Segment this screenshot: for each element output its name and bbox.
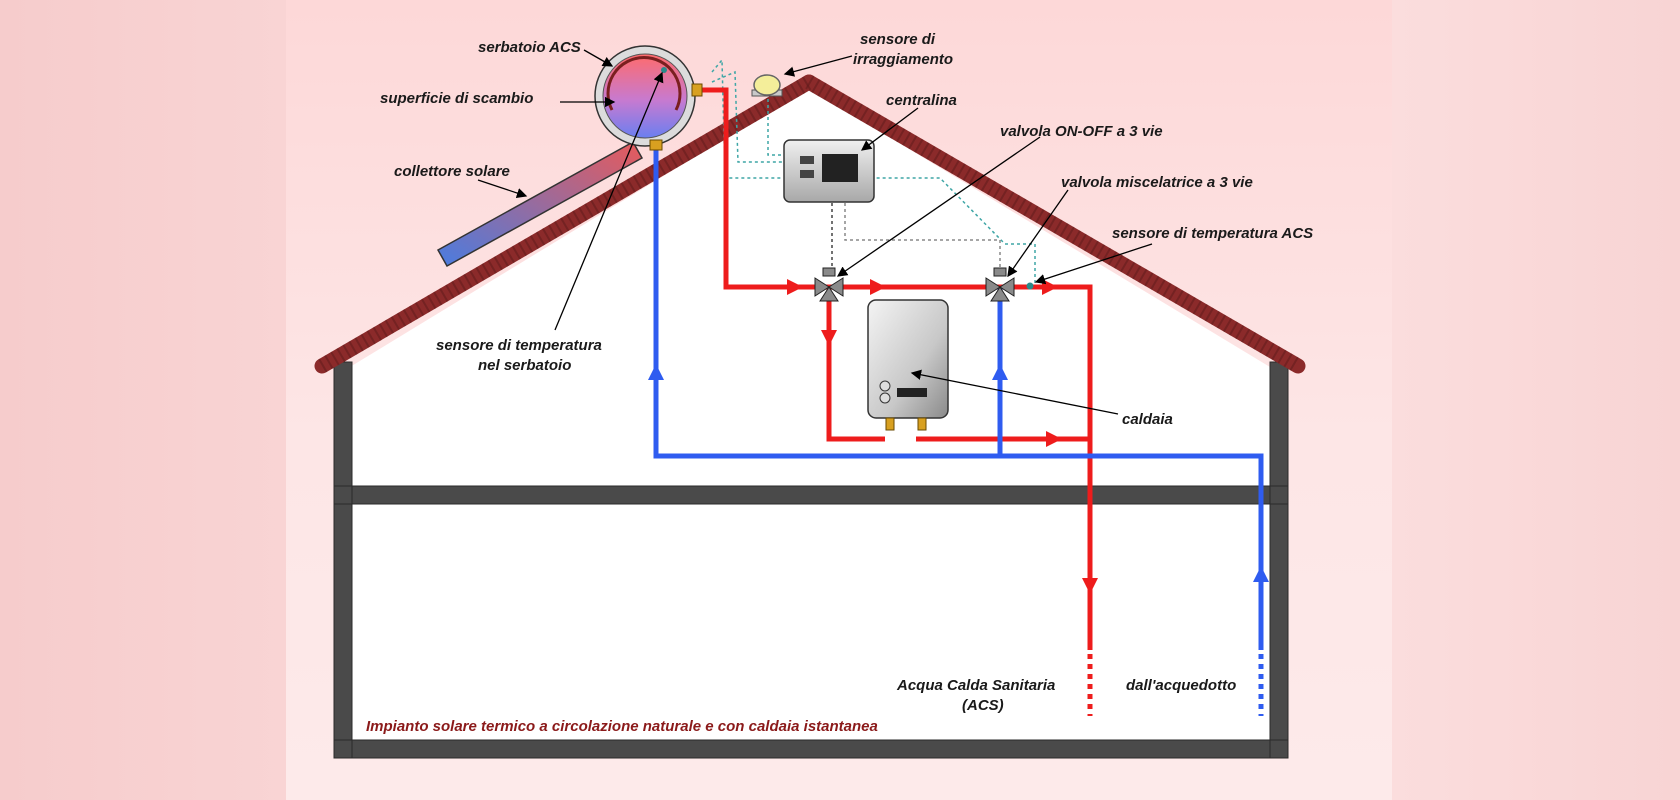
label-sensore-serbatoio-2: nel serbatoio [478,357,571,374]
label-acquedotto: dall'acquedotto [1126,677,1236,694]
valve-on-off [814,267,844,302]
valve-mixing [985,267,1015,302]
house-interior [345,88,1275,752]
label-sensore-acs: sensore di temperatura ACS [1112,225,1313,242]
label-caldaia: caldaia [1122,411,1173,428]
label-valvola-onoff: valvola ON-OFF a 3 vie [1000,123,1163,140]
house-walls [334,362,1288,758]
label-valvola-miscelatrice: valvola miscelatrice a 3 vie [1061,174,1253,191]
labels: serbatoio ACS superficie di scambio coll… [366,31,1313,735]
control-unit [783,139,875,203]
label-serbatoio: serbatoio ACS [478,39,581,56]
storage-tank [594,45,703,151]
label-acs-2: (ACS) [962,697,1004,714]
boiler [867,299,949,431]
label-sensore-serbatoio-1: sensore di temperatura [436,337,602,354]
flow-arrows [648,279,1269,594]
solar-collector [436,140,644,268]
label-collettore: collettore solare [394,163,510,180]
irradiance-sensor [751,74,783,97]
label-sensore-irraggiamento-2: irraggiamento [853,51,953,68]
label-sensore-irraggiamento-1: sensore di [860,31,936,48]
label-acs-1: Acqua Calda Sanitaria [896,677,1055,694]
label-centralina: centralina [886,92,957,109]
acs-temperature-sensor [1026,282,1034,290]
leader-lines [477,49,1153,415]
diagram-caption: Impianto solare termico a circolazione n… [366,718,878,735]
label-superficie: superficie di scambio [380,90,533,107]
